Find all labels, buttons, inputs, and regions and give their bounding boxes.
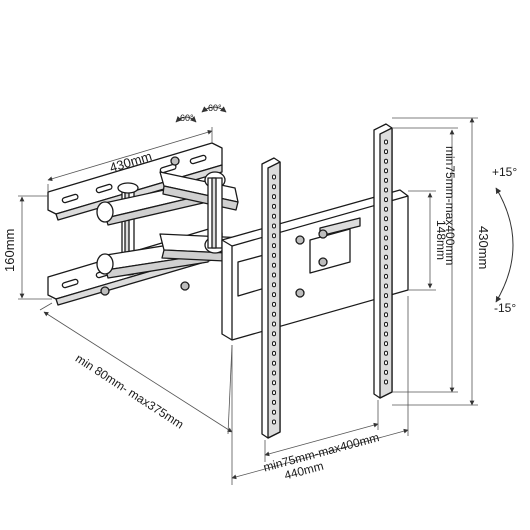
rail-hole — [272, 331, 276, 337]
rail-hole — [384, 369, 388, 375]
rail-hole — [272, 341, 276, 347]
rail-hole — [272, 301, 276, 307]
tilt-up-label: +15° — [492, 165, 518, 179]
frame-height-label: 430mm — [476, 226, 491, 270]
rail-hole — [384, 321, 388, 327]
tilt-arc — [495, 187, 514, 303]
rail-hole — [384, 177, 388, 183]
rail-hole — [384, 360, 388, 366]
rail-hole — [384, 273, 388, 279]
inner-height-label: 148mm — [434, 220, 448, 261]
rail-hole — [272, 194, 276, 200]
rail-hole — [384, 187, 388, 193]
rail-hole — [272, 272, 276, 278]
rail-hole — [384, 206, 388, 212]
rail-hole — [272, 262, 276, 268]
rail-hole — [384, 302, 388, 308]
rail-hole — [384, 254, 388, 260]
rail-hole — [272, 350, 276, 356]
rail-hole — [384, 197, 388, 203]
tilt-down-label: -15° — [494, 301, 517, 315]
rail-hole — [384, 225, 388, 231]
plate-height-label: 160mm — [2, 228, 17, 272]
rail-hole — [384, 149, 388, 155]
rail-hole — [384, 264, 388, 270]
rail-hole — [272, 409, 276, 415]
rail-hole — [384, 168, 388, 174]
rail-hole — [272, 233, 276, 239]
rail-hole — [272, 419, 276, 425]
rail-hole — [272, 223, 276, 229]
rail-hole — [272, 213, 276, 219]
rail-hole — [384, 283, 388, 289]
vesa-rail-left — [261, 157, 281, 439]
rail-hole — [384, 341, 388, 347]
vesa-rail-right — [373, 123, 393, 399]
rail-hole — [384, 158, 388, 164]
rail-hole — [384, 216, 388, 222]
rail-hole — [384, 293, 388, 299]
rail-hole — [384, 245, 388, 251]
rail-hole — [272, 370, 276, 376]
rail-hole — [272, 380, 276, 386]
rail-hole — [384, 379, 388, 385]
rail-hole — [272, 282, 276, 288]
rail-hole — [272, 252, 276, 258]
rail-hole — [272, 292, 276, 298]
rail-hole — [384, 139, 388, 145]
rail-hole — [272, 174, 276, 180]
rail-hole — [272, 184, 276, 190]
rail-hole — [272, 360, 276, 366]
rail-hole — [272, 321, 276, 327]
rail-hole — [272, 399, 276, 405]
rail-hole — [384, 312, 388, 318]
rail-hole — [272, 311, 276, 317]
rail-hole — [272, 243, 276, 249]
rail-hole — [384, 350, 388, 356]
rail-hole — [384, 331, 388, 337]
rail-hole — [272, 390, 276, 396]
swivel-arrows — [175, 106, 227, 123]
swivel-right-label: 60° — [208, 103, 222, 113]
rail-hole — [384, 235, 388, 241]
swivel-left-label: 60° — [180, 113, 194, 123]
dimension-lines — [18, 117, 478, 485]
rail-hole — [272, 203, 276, 209]
